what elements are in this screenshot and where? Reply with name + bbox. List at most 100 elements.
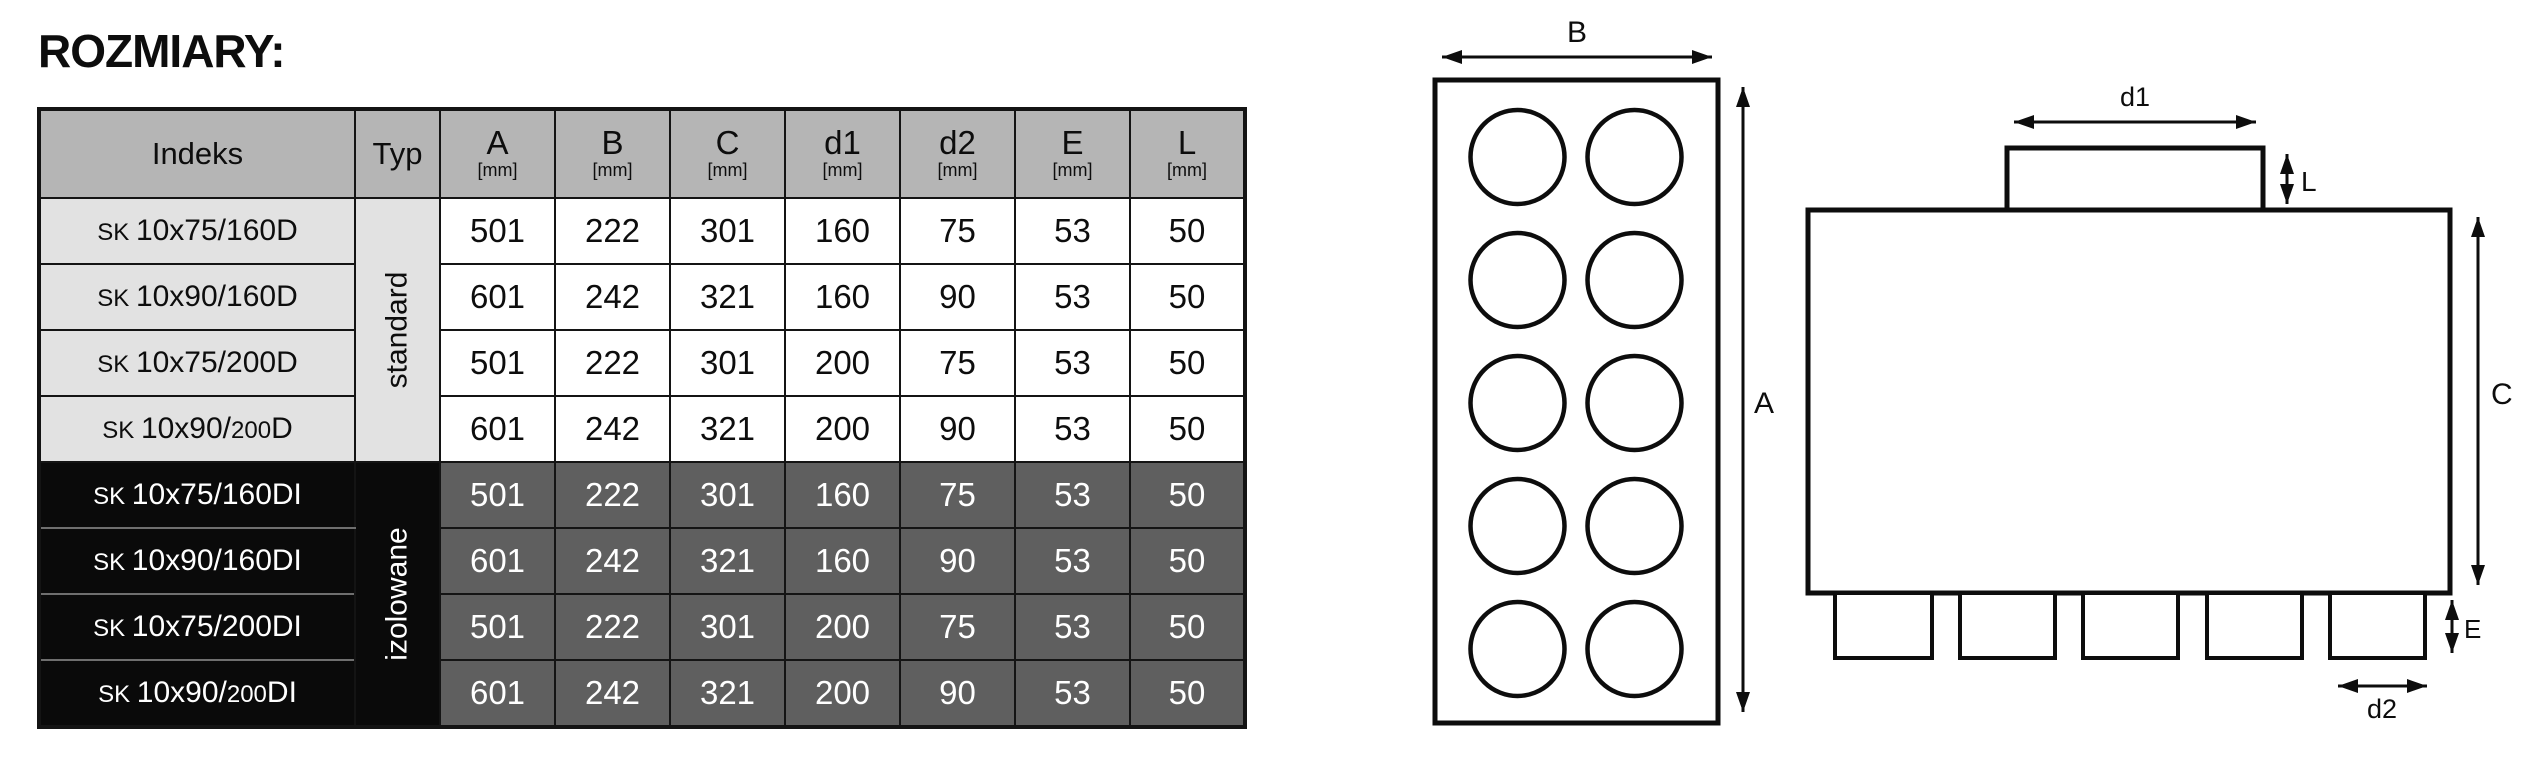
row-label-segment: DI [266, 676, 297, 709]
dim-unit: [mm] [592, 160, 633, 180]
dim-label-E: E [2464, 614, 2481, 644]
row-label-segment: 200 [231, 417, 272, 444]
dim-label-A: A [1754, 387, 1774, 420]
dim-unit: [mm] [937, 160, 978, 180]
row-label-segment: D [271, 412, 293, 445]
row-label-segment: SK [98, 681, 137, 708]
dim-value-cell: 50 [1129, 263, 1246, 331]
duct-circle [1468, 599, 1567, 699]
dim-label-L: L [2301, 166, 2317, 197]
dim-unit: [mm] [1167, 160, 1207, 180]
row-label: SK 10x90/160D [38, 263, 356, 331]
type-group-cell-izolowane: izolowane [354, 461, 441, 728]
dimension-diagrams: B A d1 L C E d2 [1432, 16, 2513, 726]
dim-letter: d2 [939, 124, 976, 161]
dim-value-cell: 200 [784, 329, 901, 397]
dim-value-cell: 242 [554, 527, 671, 595]
dim-value-cell: 601 [439, 263, 556, 331]
dim-value-cell: 321 [669, 395, 786, 463]
row-label-segment: SK [93, 483, 132, 510]
dim-unit: [mm] [707, 160, 748, 180]
duct-circle [1468, 353, 1567, 453]
dim-value-cell: 53 [1014, 329, 1131, 397]
row-label: SK 10x90/160DI [38, 527, 356, 595]
dim-value-cell: 50 [1129, 461, 1246, 529]
dim-value-cell: 321 [669, 263, 786, 331]
row-label-segment: 200 [226, 681, 267, 708]
dim-label-d2: d2 [2367, 694, 2397, 724]
dim-value-cell: 242 [554, 263, 671, 331]
dim-value-cell: 160 [784, 263, 901, 331]
dim-value-cell: 75 [899, 197, 1016, 265]
dim-value-cell: 501 [439, 461, 556, 529]
column-header-C: C[mm] [669, 108, 786, 199]
dim-value-cell: 50 [1129, 395, 1246, 463]
dim-unit: [mm] [822, 160, 863, 180]
side-body-rect [1805, 207, 2453, 596]
dim-value-cell: 601 [439, 527, 556, 595]
dim-letter: A [486, 124, 509, 161]
dim-value-cell: 75 [899, 329, 1016, 397]
duct-circle [1468, 476, 1567, 576]
dim-value-cell: 200 [784, 659, 901, 728]
row-label: SK 10x75/200D [38, 329, 356, 397]
dim-value-cell: 75 [899, 461, 1016, 529]
dim-value-cell: 90 [899, 263, 1016, 331]
row-label-segment: SK [102, 417, 141, 444]
row-label-segment: SK [93, 615, 132, 642]
column-header-d1: d1[mm] [784, 108, 901, 199]
dim-value-cell: 601 [439, 659, 556, 728]
dim-unit: [mm] [477, 160, 518, 180]
row-label-segment: 10x75/200DI [131, 610, 302, 643]
page-title: ROZMIARY: [38, 25, 286, 77]
dim-value-cell: 301 [669, 197, 786, 265]
row-label-segment: 10x75/160D [135, 214, 298, 247]
dim-value-cell: 222 [554, 197, 671, 265]
dim-value-cell: 90 [899, 659, 1016, 728]
dim-value-cell: 53 [1014, 527, 1131, 595]
row-label-segment: SK [97, 351, 136, 378]
dim-value-cell: 50 [1129, 593, 1246, 661]
dim-value-cell: 53 [1014, 593, 1131, 661]
sizes-table: Indeks Typ A[mm]B[mm]C[mm]d1[mm]d2[mm]E[… [37, 107, 1247, 729]
dim-value-cell: 53 [1014, 395, 1131, 463]
dim-value-cell: 301 [669, 329, 786, 397]
side-view-drawing: d1 L C E d2 [1805, 82, 2513, 724]
outlet-stub [1833, 591, 1934, 660]
row-label: SK 10x75/200DI [38, 593, 356, 661]
duct-circle [1585, 107, 1684, 207]
dim-value-cell: 301 [669, 593, 786, 661]
dim-letter: B [601, 124, 624, 161]
dim-value-cell: 501 [439, 197, 556, 265]
dim-value-cell: 301 [669, 461, 786, 529]
column-header-L: L[mm] [1129, 108, 1246, 199]
row-label-segment: SK [97, 285, 136, 312]
dim-unit: [mm] [1052, 160, 1093, 180]
outlet-stub [2081, 591, 2180, 660]
dim-value-cell: 75 [899, 593, 1016, 661]
column-header-A: A[mm] [439, 108, 556, 199]
column-header-typ: Typ [354, 108, 441, 199]
front-view-drawing: B A [1432, 16, 1774, 726]
row-label-segment: SK [93, 549, 132, 576]
dim-value-cell: 321 [669, 659, 786, 728]
row-label: SK 10x75/160DI [38, 461, 356, 529]
dim-value-cell: 160 [784, 197, 901, 265]
row-label-segment: 10x90/ [140, 412, 232, 445]
side-collar-rect [2004, 145, 2266, 213]
outlet-stub [2205, 591, 2304, 660]
column-header-d2: d2[mm] [899, 108, 1016, 199]
dim-value-cell: 53 [1014, 263, 1131, 331]
dim-value-cell: 50 [1129, 527, 1246, 595]
dim-letter: d1 [824, 124, 861, 161]
dim-value-cell: 50 [1129, 197, 1246, 265]
duct-circle [1468, 107, 1567, 207]
dim-value-cell: 601 [439, 395, 556, 463]
dim-letter: C [715, 124, 740, 161]
dim-value-cell: 222 [554, 593, 671, 661]
